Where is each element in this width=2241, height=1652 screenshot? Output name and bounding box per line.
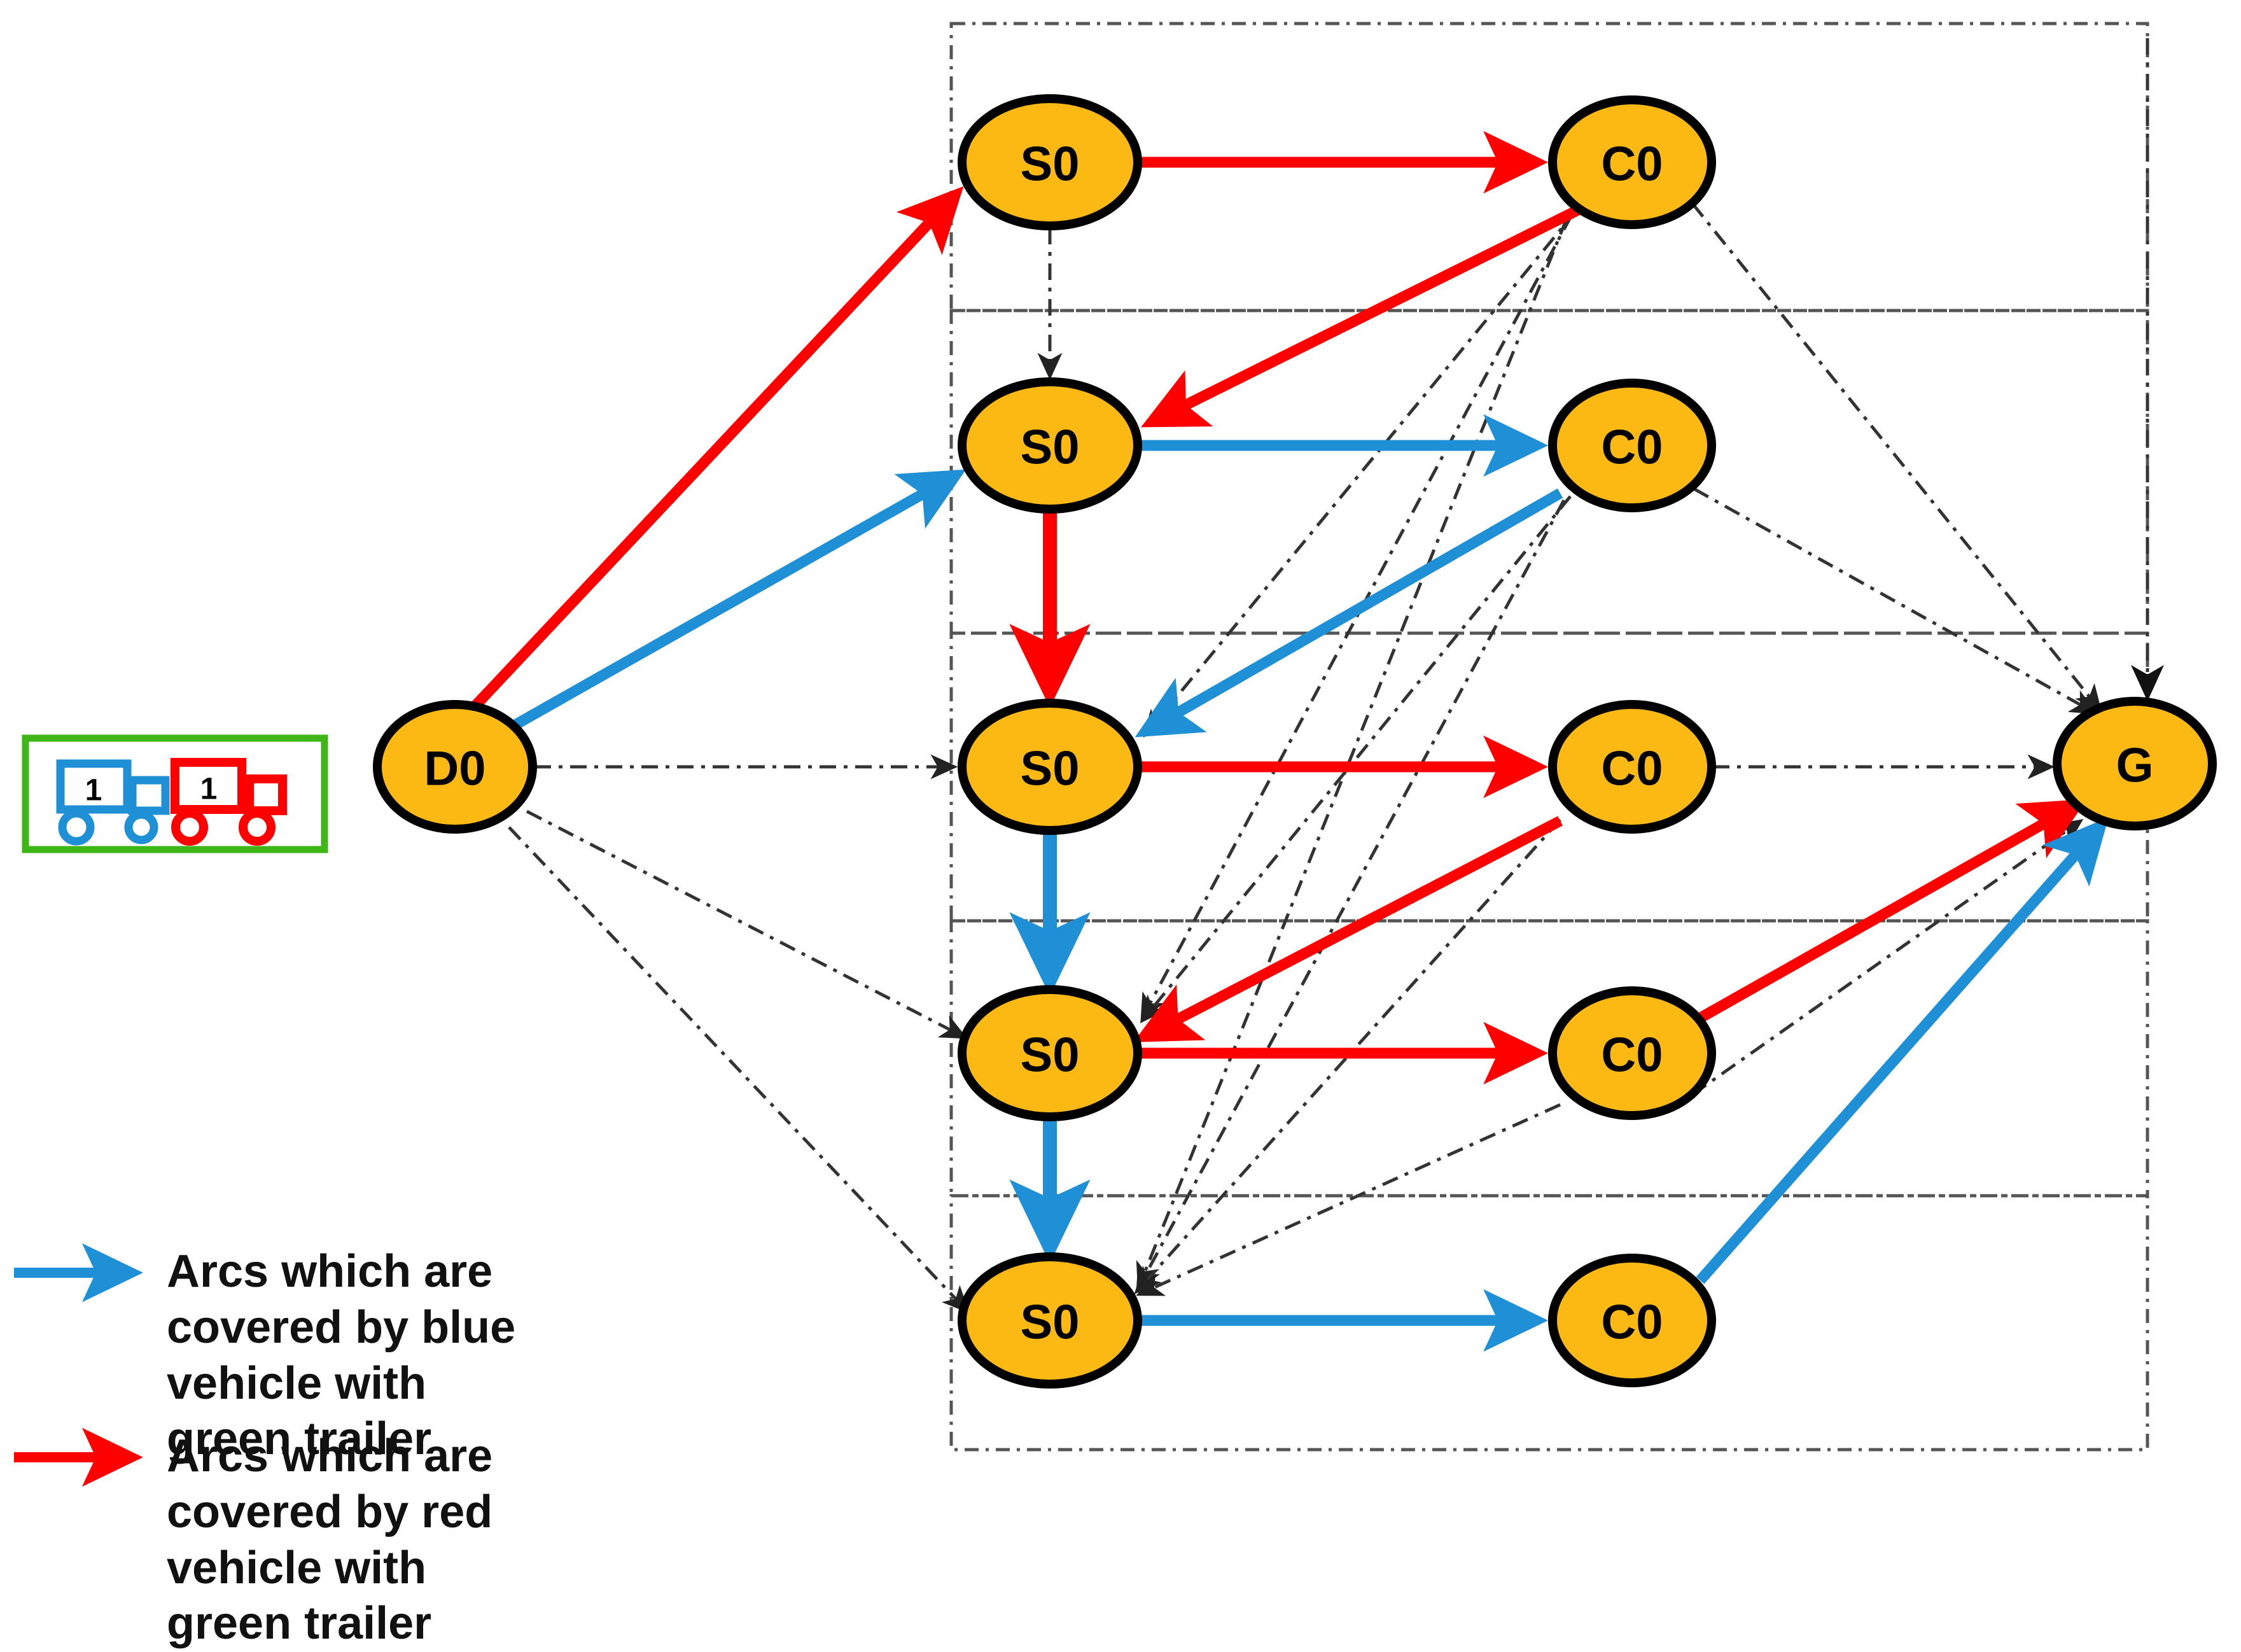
dashed-arc-c2-s4 <box>1140 495 1572 1024</box>
node-S0-5-label: S0 <box>1021 1296 1080 1350</box>
dashed-arc-c1-s5 <box>1136 218 1568 1290</box>
node-C0-4-label: C0 <box>1601 1028 1663 1082</box>
node-C0-2-label: C0 <box>1601 421 1663 475</box>
node-G[interactable]: G <box>2053 697 2217 830</box>
dashed-arc-c1-g <box>1691 202 2102 713</box>
red-vehicle-count: 1 <box>200 773 218 806</box>
blue-arc-c2-s3 <box>1134 488 1563 738</box>
dashed-arc-c4-s5 <box>1136 1103 1561 1296</box>
node-S0-3-label: S0 <box>1021 742 1080 796</box>
node-S0-3[interactable]: S0 <box>958 699 1142 835</box>
diagram-canvas: D0 S0 S0 S0 S0 S0 <box>14 22 2217 1649</box>
node-S0-4[interactable]: S0 <box>958 985 1142 1121</box>
legend-arrows <box>14 1243 143 1487</box>
node-D0-label: D0 <box>424 742 485 796</box>
node-C0-3[interactable]: C0 <box>1548 700 1716 834</box>
network-graph: D0 S0 S0 S0 S0 S0 <box>14 22 2217 1487</box>
legend-label-blue: Arcs which are covered by blue vehicle w… <box>167 1246 516 1465</box>
node-S0-2[interactable]: S0 <box>958 377 1142 514</box>
legend-label-red: Arcs which are covered by red vehicle wi… <box>167 1431 493 1649</box>
dashed-arc-d0-s4 <box>526 809 968 1039</box>
blue-arc-d0-s2 <box>511 469 967 731</box>
blue-vehicle-count: 1 <box>85 774 102 808</box>
red-arc-d0-s1 <box>471 186 964 709</box>
blue-arc-group <box>511 414 2109 1352</box>
node-C0-4[interactable]: C0 <box>1548 986 1716 1120</box>
node-S0-1[interactable]: S0 <box>958 94 1142 230</box>
dashed-arc-d0-s5 <box>508 826 970 1313</box>
node-C0-1-label: C0 <box>1601 137 1663 192</box>
dashed-arc-c1-s4 <box>1140 214 1574 1021</box>
node-C0-5-label: C0 <box>1601 1296 1663 1350</box>
node-S0-1-label: S0 <box>1021 137 1080 192</box>
red-arc-c4-g <box>1694 799 2088 1025</box>
dashed-arc-group <box>508 38 2164 1313</box>
red-arc-group <box>471 130 2088 1085</box>
node-C0-5[interactable]: C0 <box>1548 1254 1716 1387</box>
node-D0[interactable]: D0 <box>373 700 537 834</box>
blue-arc-c5-g <box>1696 817 2109 1284</box>
red-arc-c3-s4 <box>1133 816 1563 1042</box>
node-C0-1[interactable]: C0 <box>1548 95 1716 229</box>
dashed-arc-c2-s5 <box>1136 499 1566 1292</box>
dashed-arc-c4-g <box>1691 818 2084 1096</box>
dashed-arc-c1-s3 <box>1143 209 1578 738</box>
node-C0-3-label: C0 <box>1601 742 1663 796</box>
node-group: D0 S0 S0 S0 S0 S0 <box>373 94 2217 1389</box>
node-S0-5[interactable]: S0 <box>958 1252 1142 1389</box>
node-S0-4-label: S0 <box>1021 1028 1080 1082</box>
red-arc-c1-s2 <box>1141 205 1581 428</box>
vehicle-legend-box: 1 1 <box>22 734 328 853</box>
red-vehicle-icon: 1 <box>171 758 287 846</box>
stage-box-5 <box>949 1194 2149 1452</box>
node-G-label: G <box>2116 739 2153 793</box>
node-S0-2-label: S0 <box>1021 421 1080 475</box>
node-C0-2[interactable]: C0 <box>1548 379 1716 512</box>
blue-vehicle-icon: 1 <box>56 759 170 846</box>
dashed-arc-c2-g <box>1693 487 2098 715</box>
